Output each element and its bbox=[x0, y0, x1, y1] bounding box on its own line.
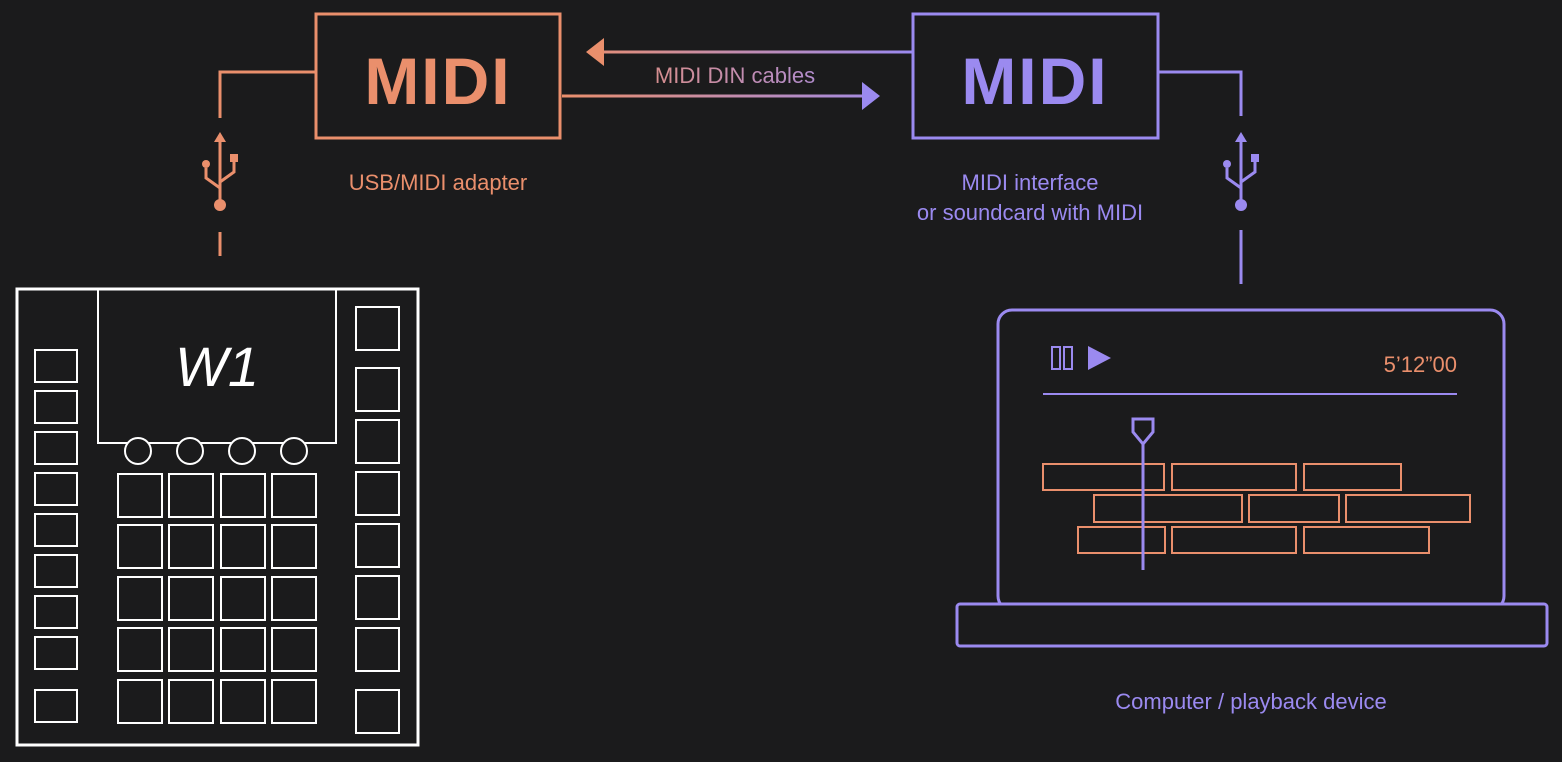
laptop-base bbox=[955, 602, 1549, 648]
playback-time: 5’12”00 bbox=[1384, 352, 1457, 377]
device-pad bbox=[117, 679, 163, 724]
device-pad bbox=[220, 627, 266, 672]
adapter-logo: MIDI bbox=[364, 44, 511, 118]
device-side-button bbox=[355, 523, 400, 568]
device-pad bbox=[271, 524, 317, 569]
device-left-buttons bbox=[34, 349, 78, 723]
playhead bbox=[1131, 417, 1155, 570]
note-block bbox=[1345, 494, 1471, 523]
w1-device: W1 bbox=[15, 287, 420, 747]
cables-label: MIDI DIN cables bbox=[655, 63, 815, 88]
device-pad bbox=[117, 473, 163, 518]
device-pad bbox=[271, 576, 317, 621]
device-pad bbox=[271, 473, 317, 518]
device-pad bbox=[117, 627, 163, 672]
device-pad bbox=[117, 524, 163, 569]
device-pad bbox=[220, 679, 266, 724]
device-knob bbox=[124, 437, 152, 465]
computer: 5’12”00 Computer / playback device bbox=[955, 308, 1549, 714]
note-block bbox=[1042, 463, 1165, 491]
adapter-box bbox=[314, 12, 562, 140]
midi-din-cables: MIDI DIN cables bbox=[562, 38, 912, 110]
note-block bbox=[1248, 494, 1340, 523]
device-side-button bbox=[34, 349, 78, 383]
device-pad-grid bbox=[117, 473, 317, 724]
device-side-button bbox=[355, 575, 400, 620]
device-side-button bbox=[355, 419, 400, 464]
device-pad bbox=[168, 576, 214, 621]
device-knob bbox=[228, 437, 256, 465]
adapter-label: USB/MIDI adapter bbox=[349, 170, 528, 195]
device-pad bbox=[271, 627, 317, 672]
device-side-button bbox=[34, 513, 78, 547]
device-pad bbox=[220, 524, 266, 569]
device-pad bbox=[168, 679, 214, 724]
arrow-left-icon bbox=[586, 38, 604, 66]
usb-midi-adapter: MIDI USB/MIDI adapter bbox=[314, 12, 562, 195]
device-right-buttons bbox=[355, 306, 400, 734]
usb-icon bbox=[1223, 132, 1259, 211]
usb-icon bbox=[202, 132, 238, 211]
computer-label: Computer / playback device bbox=[1115, 689, 1386, 714]
device-side-button bbox=[355, 689, 400, 734]
device-side-button bbox=[34, 390, 78, 424]
device-knob bbox=[176, 437, 204, 465]
device-side-button bbox=[34, 554, 78, 588]
right-usb-cable bbox=[1158, 70, 1243, 284]
device-body bbox=[15, 287, 420, 747]
midi-note-blocks bbox=[1042, 463, 1471, 554]
device-side-button bbox=[34, 636, 78, 670]
note-block bbox=[1093, 494, 1243, 523]
note-block bbox=[1077, 526, 1166, 554]
device-side-button bbox=[355, 627, 400, 672]
interface-logo: MIDI bbox=[961, 44, 1108, 118]
note-block bbox=[1303, 463, 1402, 491]
interface-box bbox=[911, 12, 1160, 140]
interface-label-line1: MIDI interface bbox=[962, 170, 1099, 195]
note-block bbox=[1171, 526, 1297, 554]
note-block bbox=[1171, 463, 1297, 491]
interface-label-line2: or soundcard with MIDI bbox=[917, 200, 1143, 225]
device-side-button bbox=[34, 472, 78, 506]
device-side-button bbox=[355, 367, 400, 412]
device-pad bbox=[220, 473, 266, 518]
midi-interface: MIDI MIDI interface or soundcard with MI… bbox=[911, 12, 1160, 225]
device-knobs bbox=[124, 437, 308, 465]
device-pad bbox=[168, 473, 214, 518]
left-usb-cable bbox=[218, 70, 316, 256]
device-pad bbox=[168, 627, 214, 672]
device-pad bbox=[271, 679, 317, 724]
device-side-button bbox=[34, 595, 78, 629]
device-pad bbox=[220, 576, 266, 621]
pause-icon bbox=[1051, 346, 1073, 370]
device-side-button bbox=[355, 471, 400, 516]
device-screen bbox=[97, 289, 337, 444]
device-pad bbox=[168, 524, 214, 569]
device-side-button bbox=[34, 431, 78, 465]
device-pad bbox=[117, 576, 163, 621]
device-side-button bbox=[34, 689, 78, 723]
device-side-button bbox=[355, 306, 400, 351]
arrow-right-icon bbox=[862, 82, 880, 110]
note-block bbox=[1303, 526, 1430, 554]
play-icon bbox=[1088, 346, 1111, 370]
device-name: W1 bbox=[175, 335, 259, 398]
device-knob bbox=[280, 437, 308, 465]
